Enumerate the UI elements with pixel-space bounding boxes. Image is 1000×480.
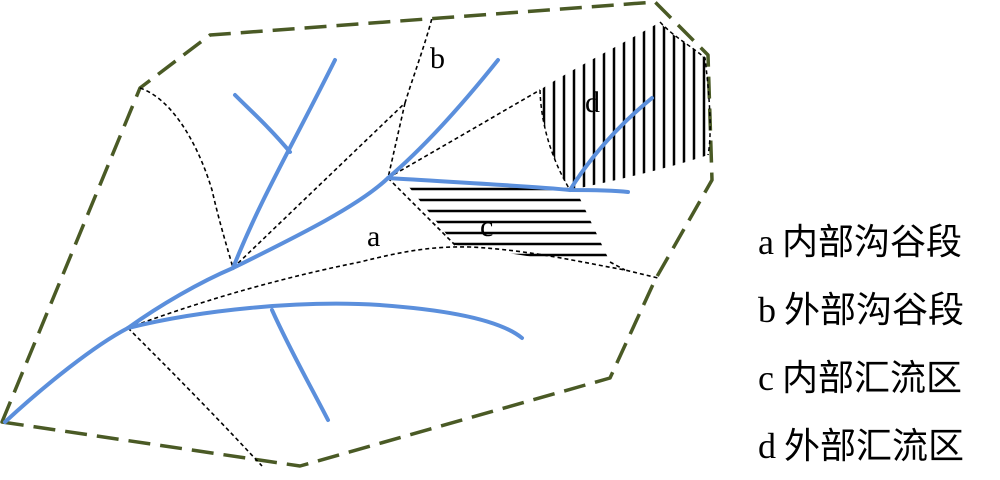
legend-text: 外部沟谷段 [784, 290, 965, 330]
legend-key: a [758, 222, 774, 262]
region-d-outline [539, 21, 711, 191]
region-c-hatch [405, 187, 610, 257]
label-a: a [367, 220, 380, 253]
divide-lines [127, 17, 659, 467]
label-b: b [430, 42, 445, 75]
label-d: d [585, 86, 600, 119]
label-c: c [480, 210, 493, 243]
legend-key: c [758, 358, 774, 398]
stream-network [3, 58, 654, 424]
legend-text: 外部汇流区 [784, 426, 965, 466]
outer-boundary [0, 0, 714, 468]
legend-text: 内部沟谷段 [781, 222, 962, 262]
legend-text: 内部汇流区 [781, 358, 962, 398]
legend-key: d [758, 426, 776, 466]
watershed-diagram: a b c d [0, 0, 714, 468]
legend-key: b [758, 290, 776, 330]
